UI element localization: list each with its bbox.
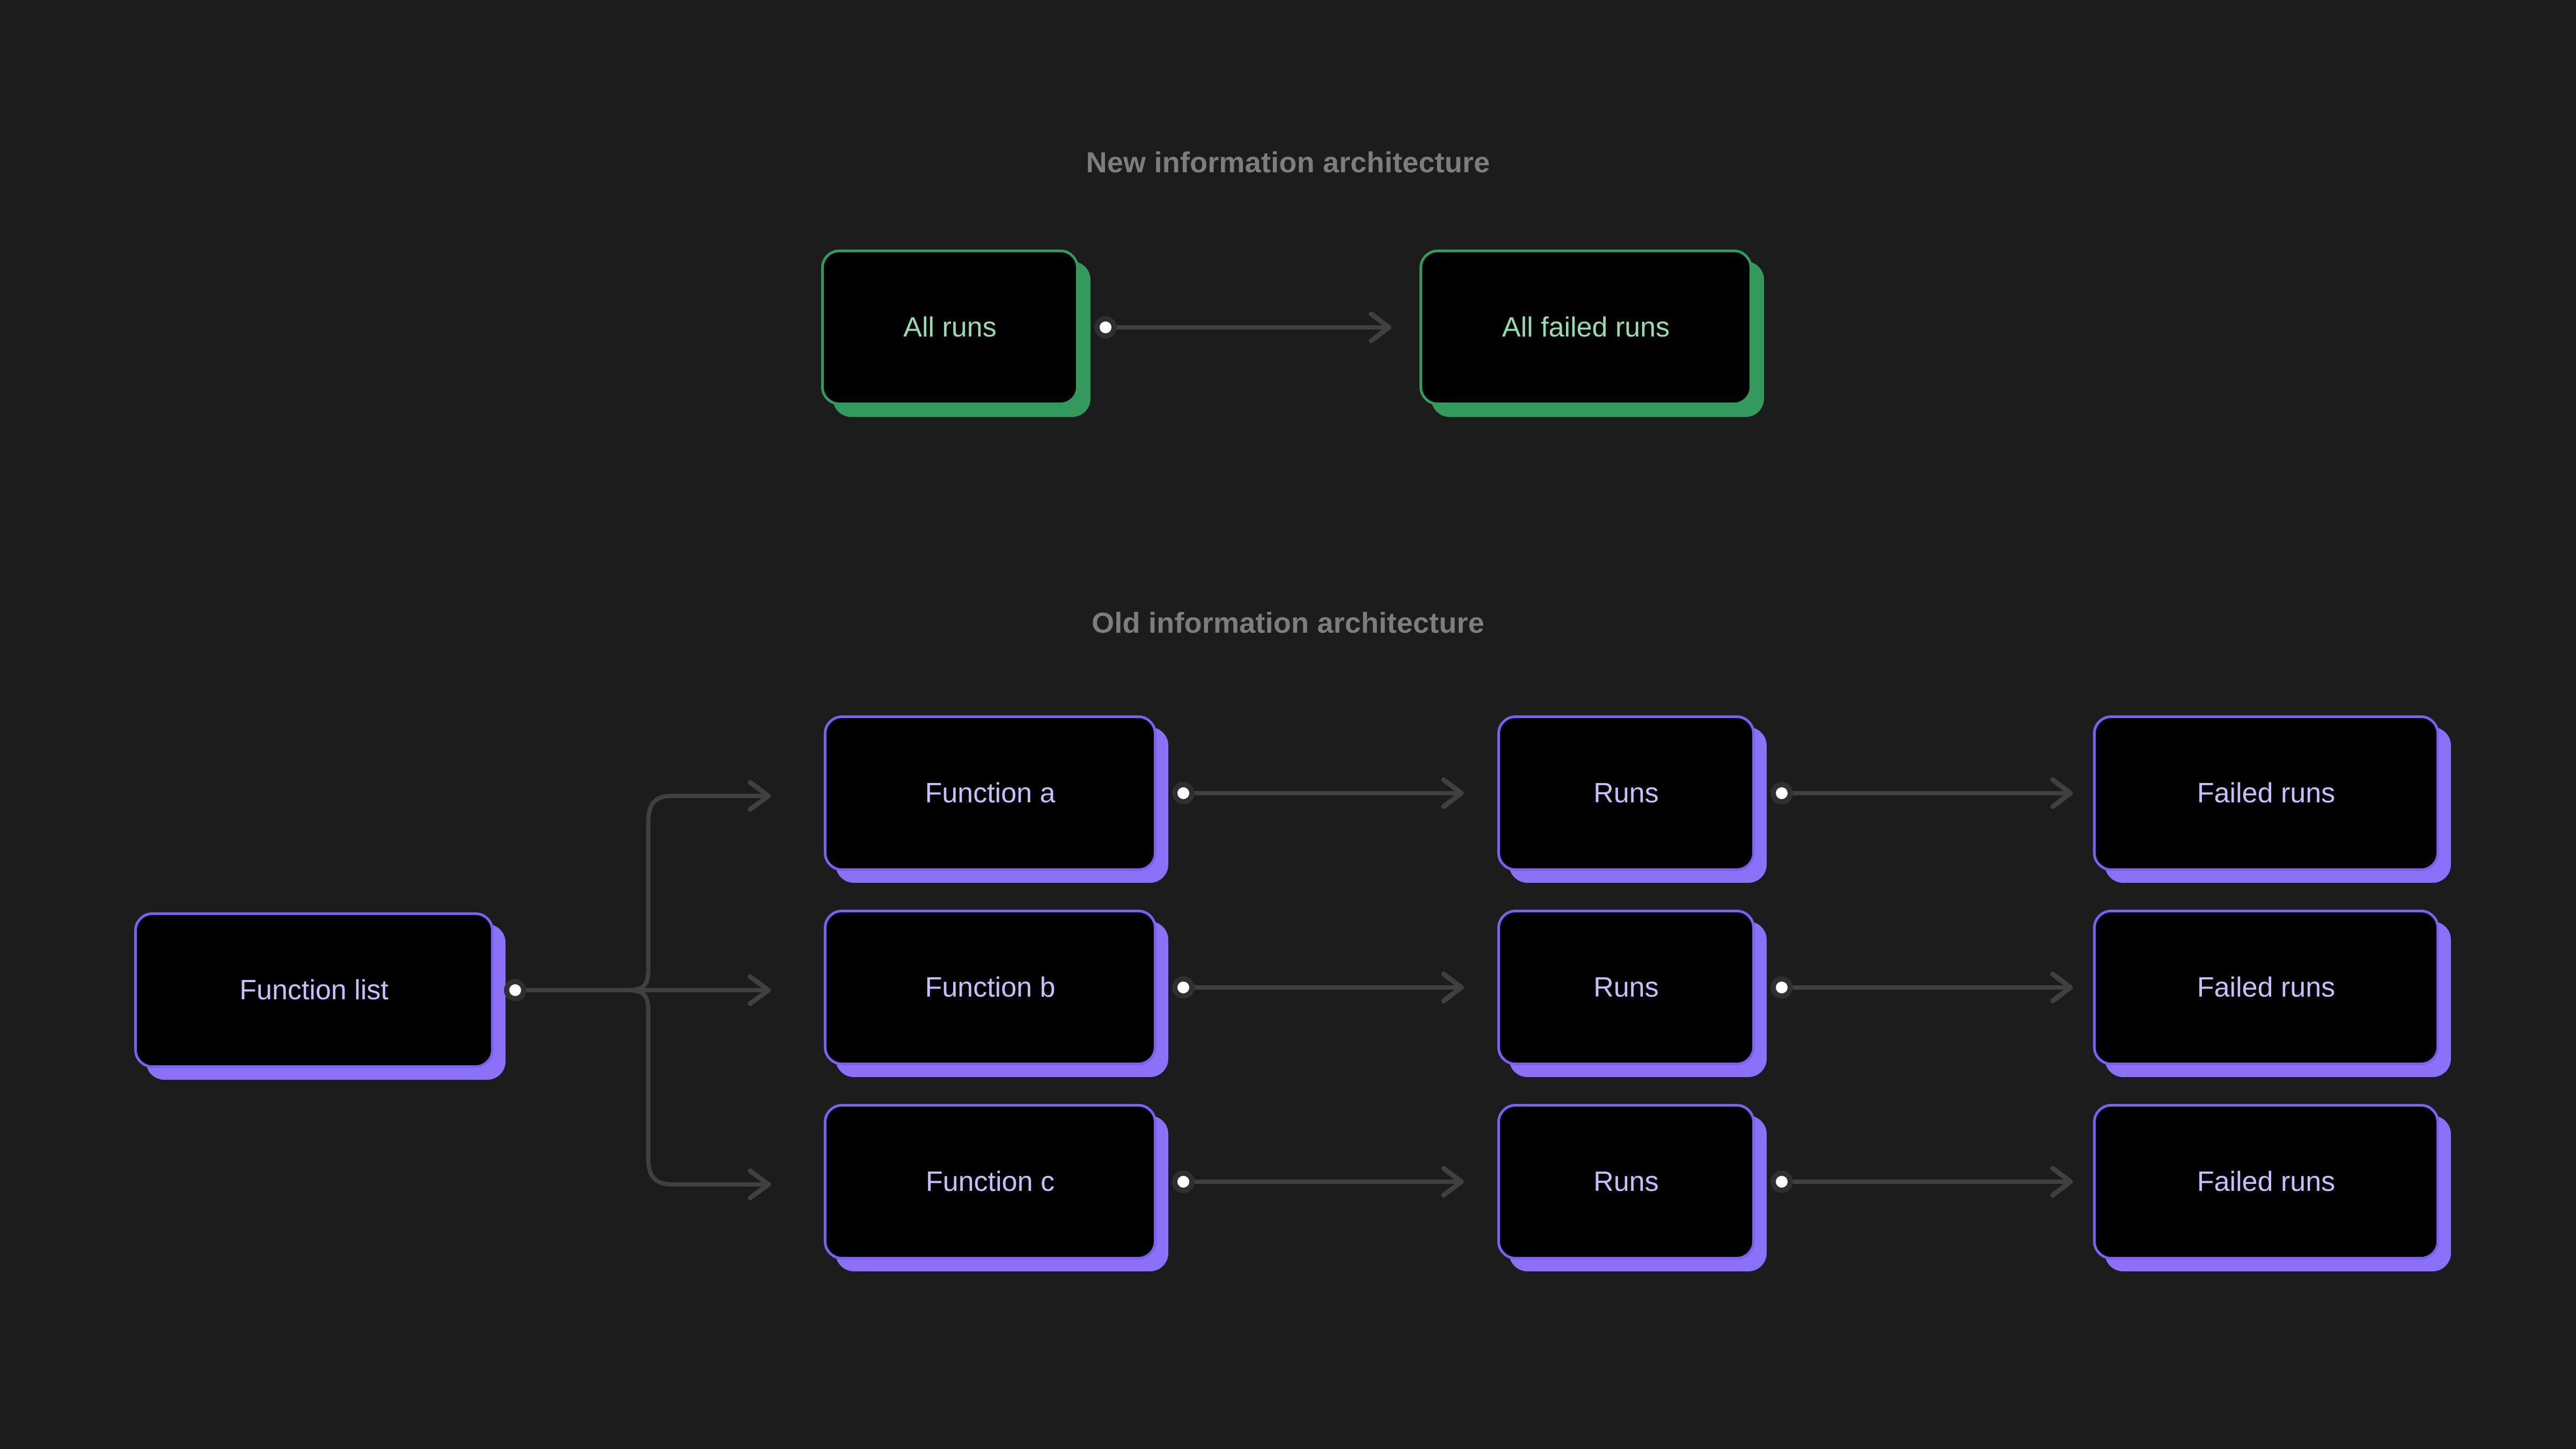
node-function-b-label: Function b — [925, 972, 1056, 1003]
node-failed-runs-a[interactable]: Failed runs — [2093, 715, 2439, 871]
new-architecture-title: New information architecture — [1086, 147, 1490, 179]
node-all-runs-label: All runs — [903, 312, 997, 343]
node-runs-c[interactable]: Runs — [1497, 1104, 1755, 1260]
node-function-c[interactable]: Function c — [824, 1104, 1157, 1260]
node-function-list[interactable]: Function list — [134, 912, 494, 1068]
connector-runs-b-to-failed-runs-b — [1770, 971, 2077, 1004]
node-function-a[interactable]: Function a — [824, 715, 1157, 871]
node-runs-b[interactable]: Runs — [1497, 910, 1755, 1065]
node-runs-c-label: Runs — [1593, 1166, 1659, 1197]
old-architecture-title: Old information architecture — [1092, 607, 1484, 639]
connector-function-list-branch — [504, 765, 805, 1216]
node-failed-runs-a-label: Failed runs — [2197, 778, 2336, 809]
connector-function-b-to-runs-b — [1172, 971, 1468, 1004]
node-runs-b-label: Runs — [1593, 972, 1659, 1003]
node-all-runs[interactable]: All runs — [821, 250, 1079, 405]
node-function-c-label: Function c — [926, 1166, 1055, 1197]
node-all-failed-runs[interactable]: All failed runs — [1419, 250, 1752, 405]
connector-function-a-to-runs-a — [1172, 777, 1468, 809]
node-function-a-label: Function a — [925, 778, 1056, 809]
node-runs-a-label: Runs — [1593, 778, 1659, 809]
node-function-list-label: Function list — [239, 975, 389, 1006]
node-failed-runs-c-label: Failed runs — [2197, 1166, 2336, 1197]
node-all-failed-runs-label: All failed runs — [1502, 312, 1670, 343]
connector-function-c-to-runs-c — [1172, 1166, 1468, 1198]
connector-all-runs-to-all-failed-runs — [1094, 311, 1395, 343]
connector-runs-a-to-failed-runs-a — [1770, 777, 2077, 809]
node-failed-runs-c[interactable]: Failed runs — [2093, 1104, 2439, 1260]
node-runs-a[interactable]: Runs — [1497, 715, 1755, 871]
node-failed-runs-b[interactable]: Failed runs — [2093, 910, 2439, 1065]
node-failed-runs-b-label: Failed runs — [2197, 972, 2336, 1003]
node-function-b[interactable]: Function b — [824, 910, 1157, 1065]
connector-runs-c-to-failed-runs-c — [1770, 1166, 2077, 1198]
